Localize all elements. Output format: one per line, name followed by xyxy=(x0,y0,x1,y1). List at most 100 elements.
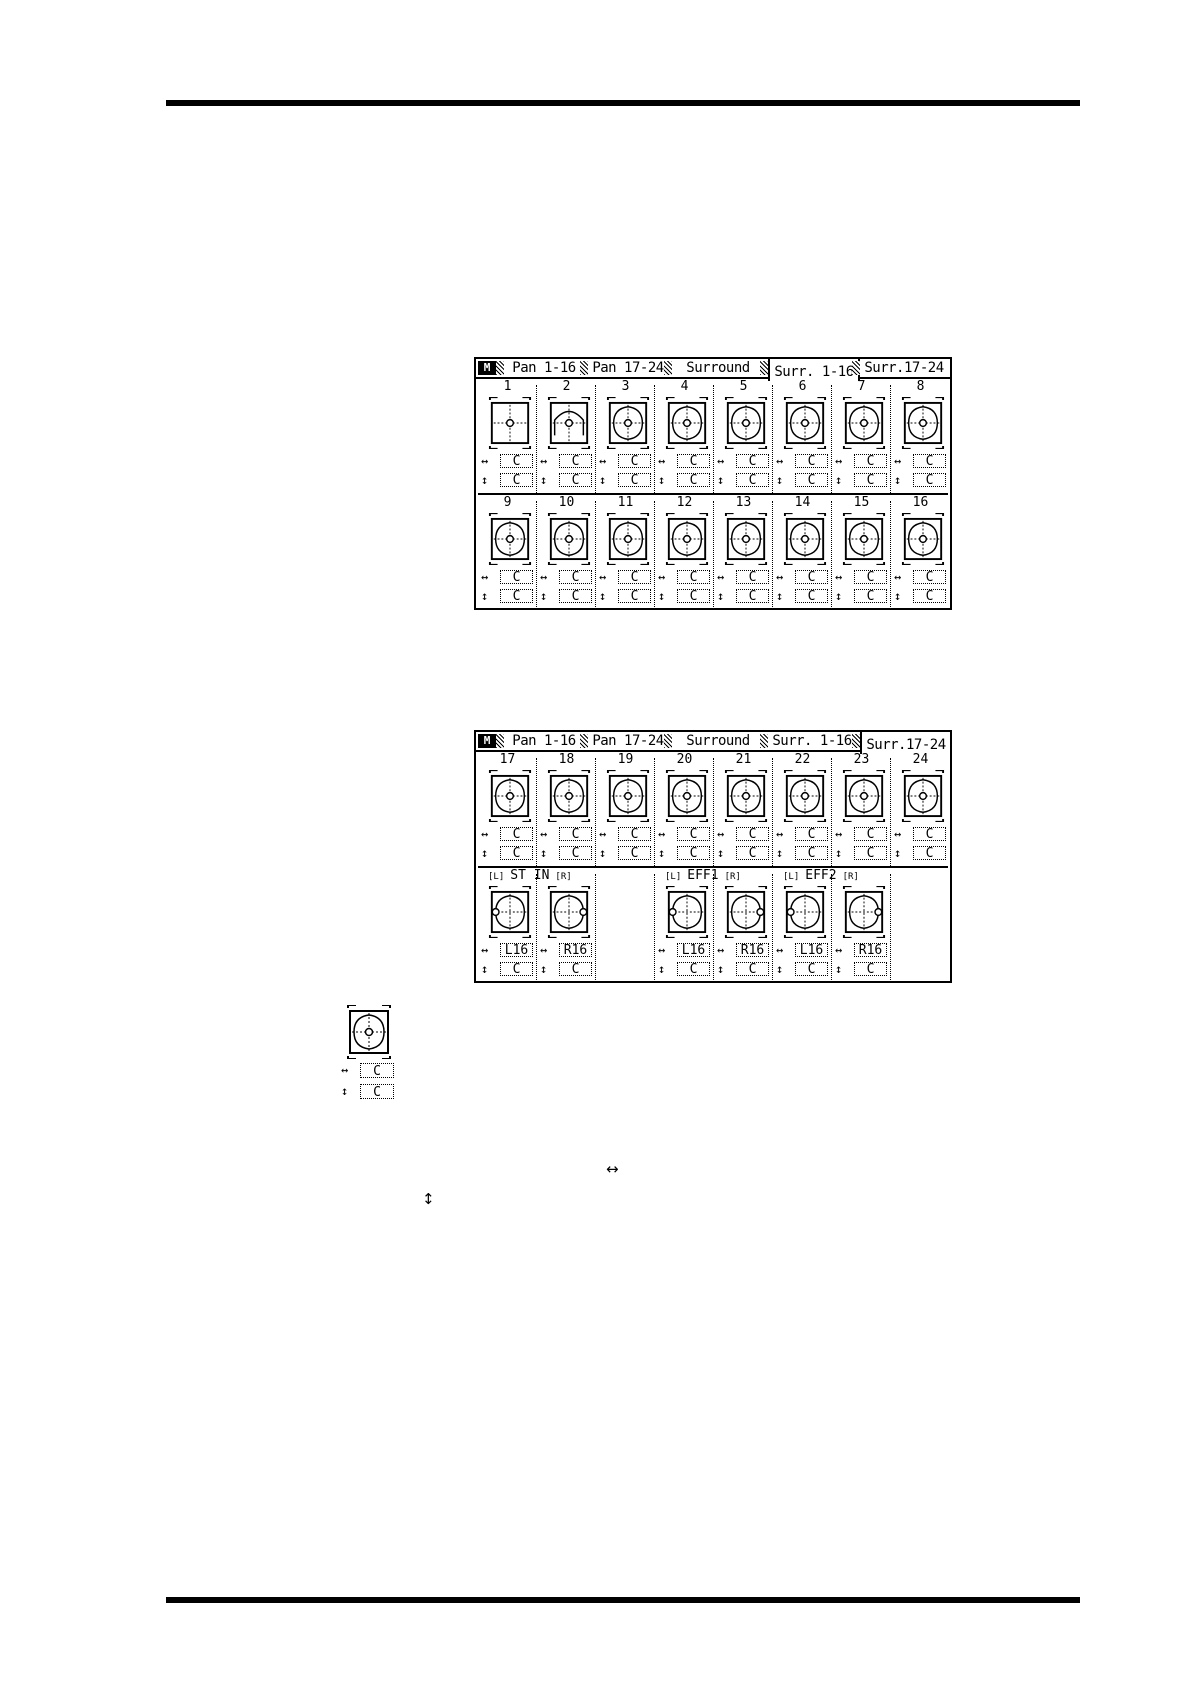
surround-diamond-icon[interactable] xyxy=(783,770,827,822)
tab-pan-1-16[interactable]: Pan 1-16 xyxy=(512,733,576,749)
tab-surr-17-24[interactable]: Surr.17-24 xyxy=(860,730,952,754)
surround-diamond-icon[interactable] xyxy=(901,513,945,565)
pan-vertical-value[interactable]: C xyxy=(618,589,651,604)
pan-vertical-value[interactable]: C xyxy=(677,846,710,861)
pan-vertical-value[interactable]: C xyxy=(618,473,651,488)
surround-diamond-icon[interactable] xyxy=(547,886,591,938)
pan-horizontal-value[interactable]: C xyxy=(795,570,828,585)
surround-diamond-icon[interactable] xyxy=(724,886,768,938)
pan-horizontal-value[interactable]: C xyxy=(854,454,887,469)
surround-diamond-icon[interactable] xyxy=(606,397,650,449)
pan-horizontal-value[interactable]: C xyxy=(500,570,533,585)
tab-pan-1-16[interactable]: Pan 1-16 xyxy=(512,360,576,376)
surround-diamond-icon[interactable] xyxy=(606,770,650,822)
pan-vertical-value[interactable]: C xyxy=(736,962,769,977)
pan-horizontal-value[interactable]: R16 xyxy=(736,943,769,958)
pan-horizontal-value[interactable]: C xyxy=(500,827,533,842)
pan-vertical-value[interactable]: C xyxy=(677,962,710,977)
pan-vertical-value[interactable]: C xyxy=(618,846,651,861)
surround-diamond-icon[interactable] xyxy=(724,770,768,822)
pan-horizontal-value[interactable]: C xyxy=(618,570,651,585)
pan-vertical-value[interactable]: C xyxy=(500,473,533,488)
surround-diamond-icon[interactable] xyxy=(724,397,768,449)
pan-vertical-value[interactable]: C xyxy=(854,589,887,604)
surround-diamond-icon[interactable] xyxy=(488,886,532,938)
pan-horizontal-value[interactable]: C xyxy=(854,827,887,842)
pan-horizontal-value[interactable]: C xyxy=(795,827,828,842)
pan-vertical-value[interactable]: C xyxy=(500,846,533,861)
surround-diamond-icon[interactable] xyxy=(488,770,532,822)
pan-horizontal-value[interactable]: C xyxy=(913,570,946,585)
pan-vertical-value[interactable]: C xyxy=(795,473,828,488)
pan-vertical-value[interactable]: C xyxy=(559,962,592,977)
pan-vertical-value[interactable]: C xyxy=(736,589,769,604)
pan-vertical-value[interactable]: C xyxy=(795,962,828,977)
surround-diamond-icon[interactable] xyxy=(665,886,709,938)
surround-diamond-icon[interactable] xyxy=(665,397,709,449)
pan-vertical-value[interactable]: C xyxy=(854,846,887,861)
surround-diamond-icon[interactable] xyxy=(488,513,532,565)
pan-horizontal-value[interactable]: C xyxy=(913,827,946,842)
pan-horizontal-value[interactable]: C xyxy=(736,827,769,842)
pan-vertical-value[interactable]: C xyxy=(795,846,828,861)
tab-surround[interactable]: Surround xyxy=(686,733,750,749)
pan-vertical-value[interactable]: C xyxy=(736,846,769,861)
pan-vertical-value[interactable]: C xyxy=(913,473,946,488)
surround-diamond-icon[interactable] xyxy=(783,513,827,565)
pan-horizontal-value[interactable]: C xyxy=(677,827,710,842)
pan-horizontal-value[interactable]: C xyxy=(500,454,533,469)
pan-horizontal-value[interactable]: C xyxy=(677,454,710,469)
pan-horizontal-value[interactable]: C xyxy=(677,570,710,585)
pan-vertical-value[interactable]: C xyxy=(854,473,887,488)
pan-horizontal-value[interactable]: R16 xyxy=(854,943,887,958)
surround-diamond-icon[interactable] xyxy=(842,886,886,938)
tab-pan-17-24[interactable]: Pan 17-24 xyxy=(592,733,664,749)
pan-horizontal-value[interactable]: C xyxy=(618,827,651,842)
surround-diamond-icon[interactable] xyxy=(606,513,650,565)
pan-vertical-value[interactable]: C xyxy=(913,589,946,604)
surround-square-icon[interactable] xyxy=(488,397,532,449)
pan-horizontal-value[interactable]: C xyxy=(736,570,769,585)
surround-arc-icon[interactable] xyxy=(547,397,591,449)
pan-vertical-value[interactable]: C xyxy=(559,473,592,488)
pan-horizontal-value[interactable]: C xyxy=(559,454,592,469)
pan-vertical-value[interactable]: C xyxy=(559,589,592,604)
pan-vertical-value[interactable]: C xyxy=(500,589,533,604)
tab-pan-17-24[interactable]: Pan 17-24 xyxy=(592,360,664,376)
surround-diamond-icon[interactable] xyxy=(783,886,827,938)
tab-surr-1-16[interactable]: Surr. 1-16 xyxy=(768,357,860,381)
surround-diamond-icon[interactable] xyxy=(665,770,709,822)
surround-diamond-icon[interactable] xyxy=(901,397,945,449)
surround-diamond-icon[interactable] xyxy=(724,513,768,565)
surround-diamond-icon[interactable] xyxy=(665,513,709,565)
pan-vertical-value[interactable]: C xyxy=(677,589,710,604)
pan-horizontal-value[interactable]: C xyxy=(854,570,887,585)
pan-vertical-value[interactable]: C xyxy=(559,846,592,861)
pan-vertical-value[interactable]: C xyxy=(500,962,533,977)
pan-vertical-value[interactable]: C xyxy=(854,962,887,977)
pan-horizontal-value[interactable]: C xyxy=(795,454,828,469)
pan-horizontal-value[interactable]: L16 xyxy=(795,943,828,958)
